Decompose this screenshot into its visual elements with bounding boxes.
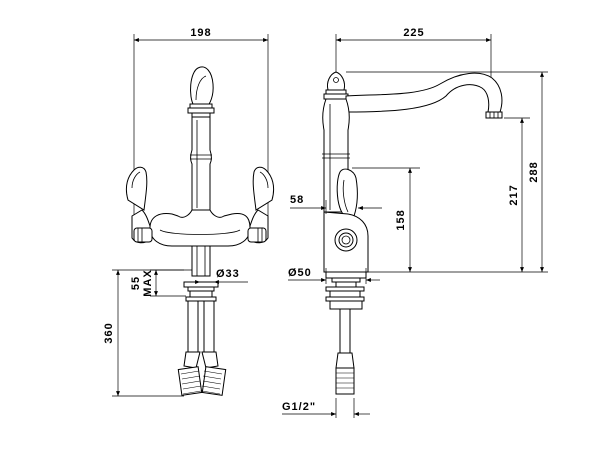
max-mount-label: 55 bbox=[130, 276, 142, 290]
left-hose-fitting bbox=[177, 366, 203, 396]
total-height-label: 288 bbox=[528, 161, 540, 182]
side-flex-hose bbox=[339, 308, 351, 354]
side-view: 225 bbox=[282, 27, 548, 418]
max-word: MAX bbox=[142, 269, 154, 296]
mounting-shank bbox=[191, 245, 211, 277]
right-lever bbox=[252, 166, 275, 211]
bridge-base bbox=[149, 209, 251, 247]
spout bbox=[345, 72, 503, 113]
left-lever bbox=[125, 166, 148, 211]
connection-label: G1/2" bbox=[282, 401, 316, 413]
lever-offset-label: 58 bbox=[290, 194, 304, 206]
hole-diameter-label: Ø33 bbox=[216, 268, 240, 280]
width-label: 198 bbox=[190, 27, 211, 39]
spout-reach-label: 225 bbox=[403, 27, 424, 39]
spout-height-label: 217 bbox=[508, 184, 520, 205]
mounting-washer bbox=[183, 281, 219, 288]
height-label: 360 bbox=[103, 322, 115, 343]
right-hose-fitting bbox=[201, 366, 227, 396]
side-hose-fitting bbox=[335, 367, 355, 395]
base-diameter-label: Ø50 bbox=[288, 267, 312, 279]
lever-height-label: 158 bbox=[395, 209, 407, 230]
front-view: 198 bbox=[103, 27, 275, 397]
side-lever bbox=[336, 168, 358, 217]
side-top-knob bbox=[327, 71, 345, 91]
top-knob bbox=[190, 66, 214, 109]
right-flex-hose bbox=[203, 300, 215, 353]
left-flex-hose bbox=[187, 300, 199, 353]
faucet-body bbox=[190, 116, 212, 211]
